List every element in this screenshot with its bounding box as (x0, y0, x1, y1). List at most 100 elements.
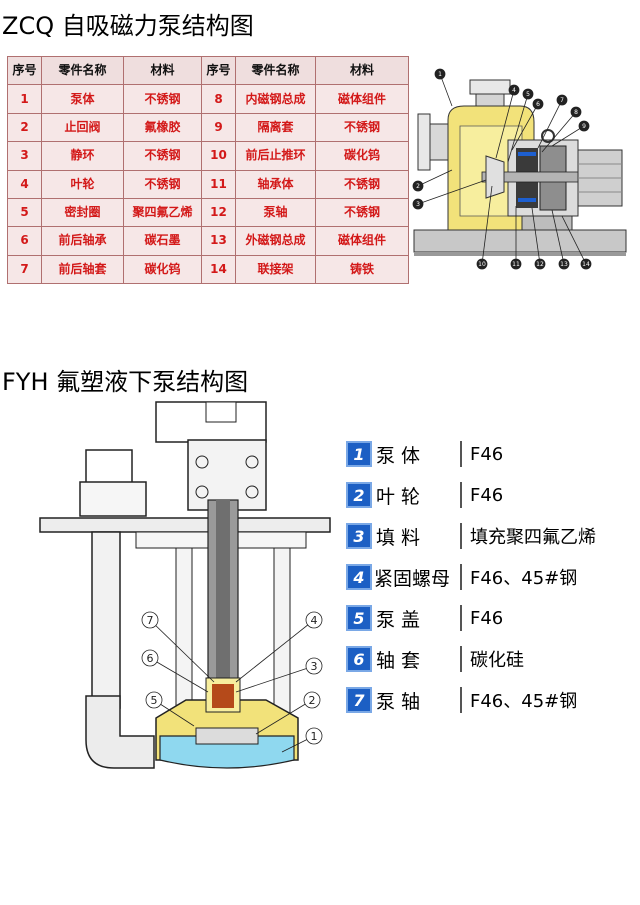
table-cell: 磁体组件 (315, 84, 409, 114)
table-cell: 10 (201, 141, 236, 171)
table-cell: 4 (7, 169, 42, 199)
table-cell: 氟橡胶 (123, 112, 202, 143)
callout-leader-line (481, 185, 493, 265)
callout-circle (556, 94, 568, 106)
table-header-row: 序号 零件名称 材料 序号 零件名称 材料 (7, 55, 409, 86)
callout-leader-line (235, 619, 315, 683)
callout-circle (534, 258, 546, 270)
legend-material: 碳化硅 (470, 650, 524, 671)
header-cell: 零件名称 (235, 55, 316, 86)
callout-circle (305, 727, 323, 745)
shaft-core (216, 500, 230, 690)
callout-number: 5 (526, 91, 530, 98)
callout-circle (570, 106, 582, 118)
callout-number: 3 (416, 201, 420, 208)
callout-number: 7 (560, 97, 564, 104)
callout-leader-line (149, 657, 209, 693)
callout-circle (510, 258, 522, 270)
legend-material: F46、45#钢 (470, 568, 578, 589)
callout-number: 8 (574, 109, 578, 116)
legend-divider (460, 605, 462, 631)
legend-material: F46 (470, 443, 504, 465)
callout-leader-line (551, 125, 585, 147)
legend-row: 7 泵轴 F46、45#钢 (346, 684, 636, 716)
impeller (195, 727, 259, 745)
header-cell: 零件名称 (41, 55, 124, 86)
callout-leader-line (149, 619, 215, 683)
callout-number: 7 (147, 614, 154, 627)
lifting-eye (541, 129, 555, 143)
legend-row: 4 紧固螺母 F46、45#钢 (346, 561, 636, 593)
callout-number: 10 (478, 261, 486, 268)
bearing-ball (195, 485, 209, 499)
table-cell: 不锈钢 (315, 169, 409, 199)
legend-part-name: 叶轮 (376, 485, 427, 508)
legend-material: F46 (470, 484, 504, 506)
callout-leader-line (417, 179, 487, 205)
bearing-ball (245, 485, 259, 499)
legend-material: 填充聚四氟乙烯 (470, 527, 596, 548)
table-cell: 联接架 (235, 254, 316, 285)
table-cell: 12 (201, 197, 236, 228)
legend-number-badge: 1 (346, 441, 372, 467)
callout-circle (412, 180, 424, 192)
table-cell: 泵体 (41, 84, 124, 114)
callout-circle (141, 611, 159, 629)
callout-leader-line (511, 103, 539, 151)
table-cell: 止回阀 (41, 112, 124, 143)
legend-material: F46、45#钢 (470, 691, 578, 712)
callout-number: 12 (536, 261, 544, 268)
table-cell: 轴承体 (235, 169, 316, 199)
callout-number: 2 (309, 694, 316, 707)
legend-part-name: 泵轴 (376, 690, 427, 713)
callout-circle (580, 258, 592, 270)
legend-number-badge: 3 (346, 523, 372, 549)
legend-row: 2 叶轮 F46 (346, 479, 636, 511)
callout-circle (412, 198, 424, 210)
table-cell: 铸铁 (315, 254, 409, 285)
callout-number: 2 (416, 183, 420, 190)
outlet-flange (469, 79, 511, 95)
table-cell: 14 (201, 254, 236, 285)
table-row: 6 前后轴承 碳石墨 13 外磁钢总成 磁体组件 (7, 226, 409, 256)
motor-stub (85, 449, 133, 487)
table-cell: 前后轴承 (41, 226, 124, 256)
legend-part-name: 紧固螺母 (374, 567, 451, 590)
callout-number: 6 (536, 101, 540, 108)
table-cell: 泵轴 (235, 197, 316, 228)
table-cell: 不锈钢 (123, 169, 202, 199)
outlet-bracket (79, 481, 147, 517)
legend-row: 5 泵盖 F46 (346, 602, 636, 634)
callout-circle (578, 120, 590, 132)
legend-divider (460, 482, 462, 508)
table-cell: 13 (201, 226, 236, 256)
pump-base-shadow (414, 252, 626, 256)
table-cell: 内磁钢总成 (235, 84, 316, 114)
magnet-strip-blue (518, 152, 536, 156)
legend-divider (460, 564, 462, 590)
table-cell: 密封圈 (41, 197, 124, 228)
bearing-ball (195, 455, 209, 469)
callout-leader-line (417, 169, 453, 187)
callout-number: 6 (147, 652, 154, 665)
table-cell: 9 (201, 112, 236, 143)
table-row: 3 静环 不锈钢 10 前后止推环 碳化钨 (7, 141, 409, 171)
legend-part-name: 泵体 (376, 444, 427, 467)
callout-number: 4 (311, 614, 318, 627)
callout-leader-line (561, 215, 587, 265)
callout-number: 13 (560, 261, 568, 268)
pump-body (159, 735, 295, 769)
legend-part-name: 填料 (376, 526, 427, 549)
table-cell: 碳化钨 (315, 141, 409, 171)
outlet-elbow (85, 695, 155, 769)
outlet-pipe (91, 531, 121, 709)
callout-circle (522, 88, 534, 100)
legend-part-name: 泵盖 (376, 608, 427, 631)
callout-number: 5 (151, 694, 158, 707)
callout-leader-line (537, 99, 563, 149)
callout-leader-line (255, 699, 313, 735)
inlet-flange (417, 113, 431, 171)
callout-leader-line (541, 111, 577, 153)
